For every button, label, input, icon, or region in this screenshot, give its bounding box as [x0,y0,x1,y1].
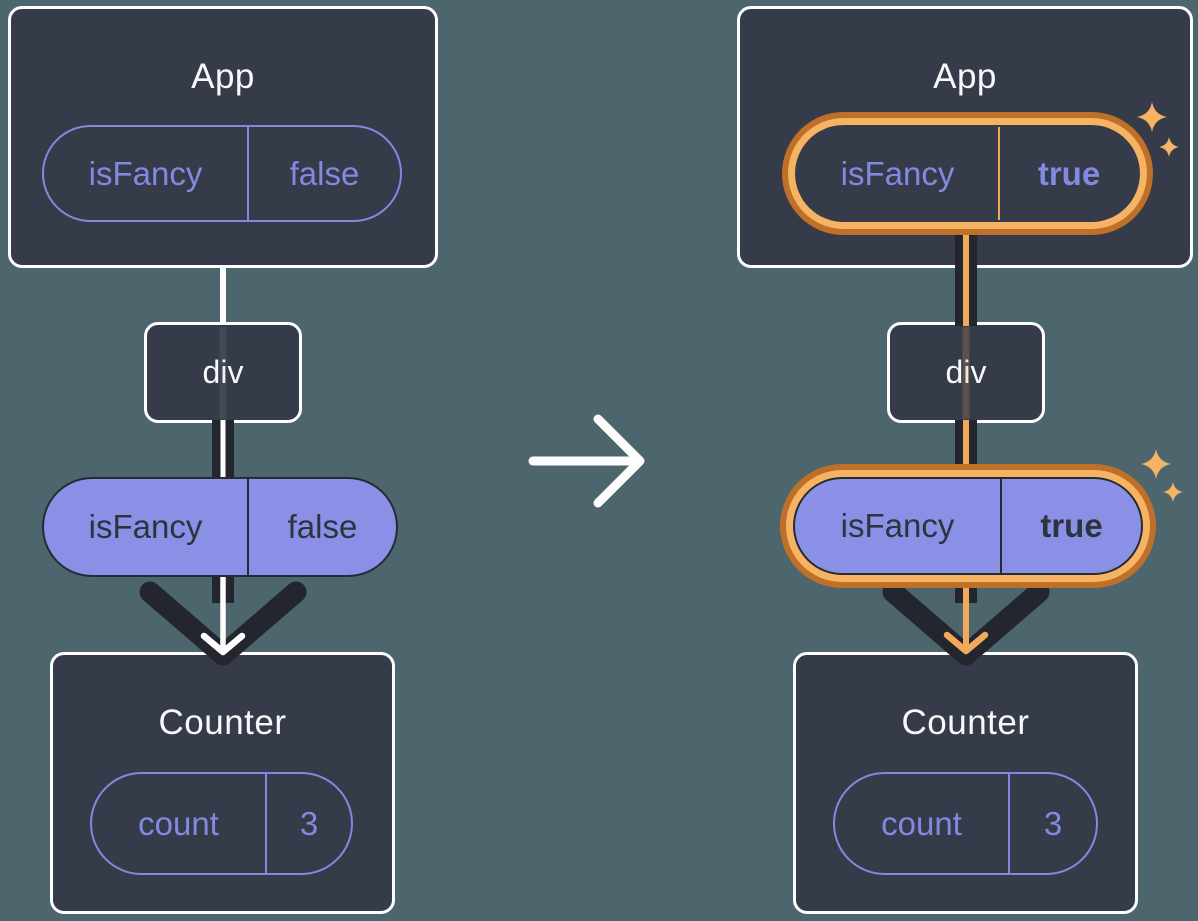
state-value: 3 [1043,804,1063,842]
app-prop-pill-after: isFancy true [795,125,1140,222]
arrow-down-icon [139,581,307,666]
prop-name: isFancy [840,154,955,192]
state-pill-after: count 3 [833,772,1098,875]
component-title: App [933,57,997,96]
state-name: count [881,804,962,842]
prop-value: false [289,154,360,192]
sparkle-icon [1141,449,1171,479]
pill-divider [998,127,1000,220]
pill-divider [247,127,249,220]
prop-value: false [287,508,358,545]
prop-name: isFancy [840,507,955,544]
state-value: 3 [299,804,319,842]
counter-card-before: Counter count 3 [50,652,395,914]
passed-prop-pill-before: isFancy false [42,477,398,577]
component-title: Counter [158,703,287,742]
state-name: count [138,804,219,842]
component-title: App [191,57,255,96]
div-label: div [945,354,987,390]
app-card-before: App isFancy false [8,6,438,268]
pill-divider [1000,479,1002,573]
passed-prop-pill-after: isFancy true [793,477,1143,575]
div-card-after: div [887,322,1045,423]
counter-card-after: Counter count 3 [793,652,1138,914]
div-label: div [202,354,244,390]
app-prop-pill-before: isFancy false [42,125,402,222]
pill-divider [1008,774,1010,873]
right-arrow-icon [528,414,645,508]
arrowhead-icon [200,632,246,656]
prop-value: true [1040,507,1103,544]
sparkle-icon [1163,482,1183,502]
arrow-down-icon [882,581,1050,666]
app-card-after: App isFancy true [737,6,1193,268]
sparkles-passed-prop-after [1141,449,1183,502]
state-pill-before: count 3 [90,772,353,875]
div-card-before: div [144,322,302,423]
pill-divider [265,774,267,873]
pill-divider [247,479,249,575]
prop-value: true [1037,154,1101,192]
prop-flow-after [882,234,1050,666]
arrowhead-icon [943,631,989,655]
prop-name: isFancy [88,154,203,192]
component-title: Counter [901,703,1030,742]
prop-name: isFancy [88,508,203,545]
